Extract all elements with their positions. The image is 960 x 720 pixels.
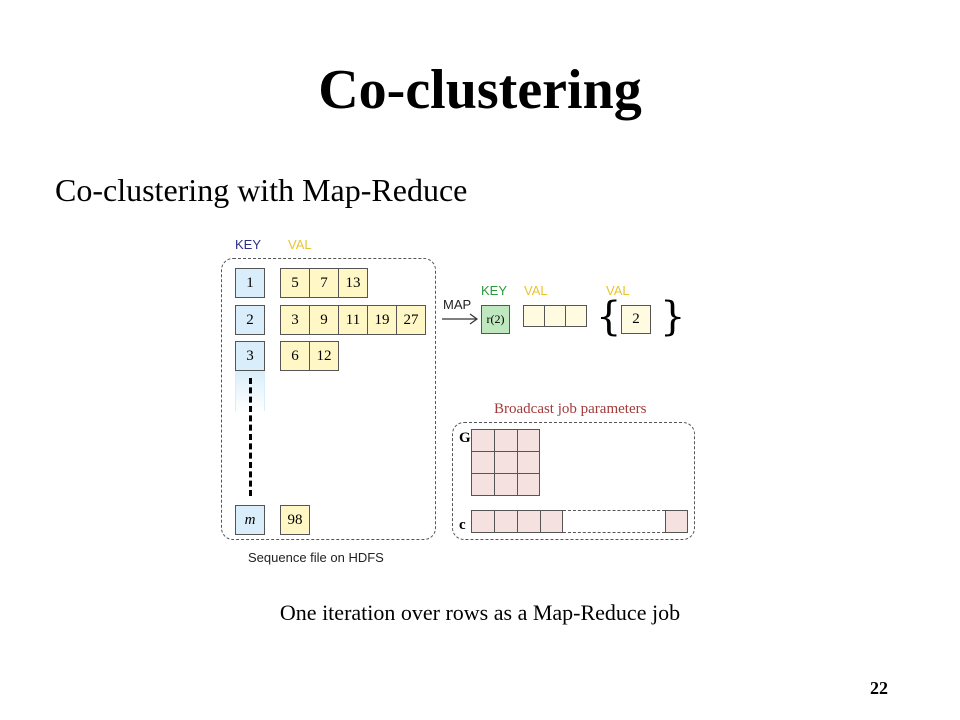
left-brace-icon: { [596, 294, 622, 340]
g-matrix-cell [494, 451, 518, 474]
slide-title: Co-clustering [318, 59, 642, 121]
input-key-label: KEY [235, 237, 262, 252]
page-number: 22 [870, 678, 888, 698]
slide-subtitle: Co-clustering with Map-Reduce [55, 172, 468, 208]
output-key-label: KEY [481, 283, 508, 298]
input-key-cell: m [235, 505, 265, 535]
map-arrow-icon [442, 313, 479, 325]
sequence-file-label: Sequence file on HDFS [248, 550, 384, 565]
broadcast-box [452, 422, 695, 540]
g-matrix-cell [471, 451, 495, 474]
slide-caption: One iteration over rows as a Map-Reduce … [279, 600, 681, 625]
c-vector-cell [471, 510, 495, 533]
input-val-cell: 6 [280, 341, 310, 371]
g-matrix-cell [517, 473, 540, 496]
c-vector-label: c [459, 517, 466, 533]
input-key-cell: 1 [235, 268, 265, 298]
sequence-file-box [221, 258, 436, 540]
input-val-cell: 27 [396, 305, 426, 335]
g-matrix-cell [494, 429, 518, 452]
input-val-cell: 7 [309, 268, 339, 298]
g-matrix-cell [471, 473, 495, 496]
output-count-cell: 2 [621, 305, 651, 334]
c-vector-cell [540, 510, 563, 533]
broadcast-title: Broadcast job parameters [494, 401, 647, 417]
g-matrix-label: G [459, 430, 471, 446]
g-matrix-cell [471, 429, 495, 452]
input-val-cell: 3 [280, 305, 310, 335]
output-val-cell [544, 305, 566, 327]
g-matrix-cell [494, 473, 518, 496]
input-key-cell: 2 [235, 305, 265, 335]
right-brace-icon: } [660, 294, 686, 340]
c-vector-cell [494, 510, 518, 533]
input-val-cell: 5 [280, 268, 310, 298]
input-key-cell: 3 [235, 341, 265, 371]
rows-ellipsis-line [249, 378, 252, 496]
c-vector-cell [665, 510, 688, 533]
input-val-cell: 11 [338, 305, 368, 335]
input-val-cell: 19 [367, 305, 397, 335]
input-val-cell: 12 [309, 341, 339, 371]
input-val-cell: 13 [338, 268, 368, 298]
map-label: MAP [443, 297, 472, 312]
input-val-cell: 9 [309, 305, 339, 335]
output-val-label-2: VAL [606, 283, 630, 298]
output-val-label-1: VAL [524, 283, 548, 298]
c-vector-ellipsis [563, 510, 665, 533]
output-val-cell [565, 305, 587, 327]
g-matrix-cell [517, 451, 540, 474]
c-vector-cell [517, 510, 541, 533]
input-val-label: VAL [288, 237, 312, 252]
input-val-cell: 98 [280, 505, 310, 535]
output-key-cell: r(2) [481, 305, 510, 334]
output-val-cell [523, 305, 545, 327]
g-matrix-cell [517, 429, 540, 452]
